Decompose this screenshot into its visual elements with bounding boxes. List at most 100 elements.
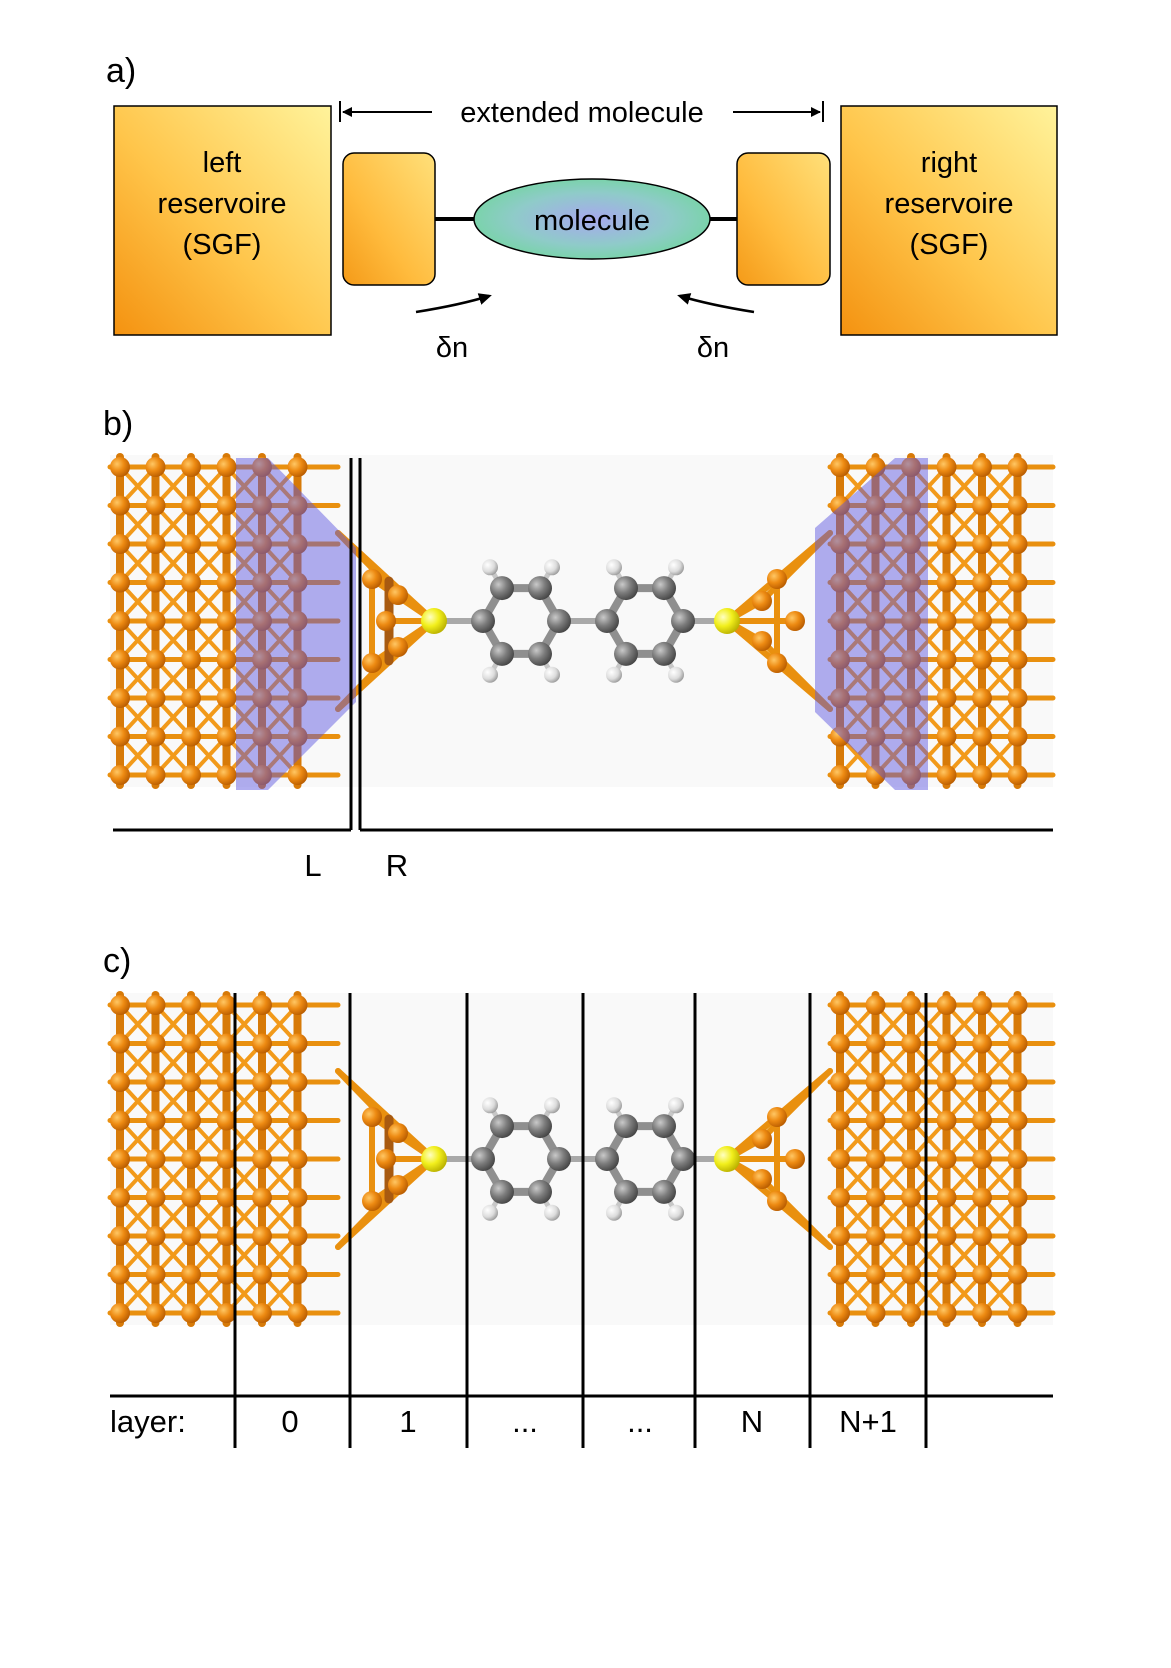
gold-atom (752, 1169, 772, 1189)
carbon-atom (614, 576, 638, 601)
junction-structure-b (107, 453, 1056, 789)
gold-atom (901, 1264, 921, 1285)
gold-atom (865, 649, 886, 670)
gold-atom (252, 1149, 272, 1169)
gold-atom (830, 649, 850, 670)
panel-b: b) L R (103, 405, 1056, 883)
gold-atom (216, 649, 237, 670)
carbon-atom (595, 609, 619, 633)
gold-atom (1007, 534, 1028, 554)
gold-atom (252, 495, 272, 516)
gold-atom (110, 1187, 130, 1208)
gold-atom (287, 534, 308, 554)
gold-atom (972, 1187, 992, 1208)
gold-atom (287, 995, 308, 1015)
atoms (110, 995, 1028, 1323)
gold-atom (785, 611, 805, 631)
hydrogen-atom (606, 666, 622, 683)
gold-atom (216, 572, 237, 593)
gold-atom (110, 1110, 130, 1131)
gold-atom (901, 688, 921, 708)
right-partition-overlay (815, 458, 928, 790)
carbon-atom (471, 1147, 495, 1171)
gold-atom (181, 1072, 201, 1092)
gold-atom (1007, 1264, 1028, 1285)
gold-atom (252, 457, 272, 477)
gold-atom (1007, 1187, 1028, 1208)
gold-atom (362, 1107, 382, 1127)
gold-atom (145, 1033, 166, 1054)
panel-a: a) extended molecule left reservoire (SG… (106, 52, 1058, 364)
gold-atom (865, 765, 886, 785)
gold-atom (830, 611, 850, 631)
gold-atom (110, 688, 130, 708)
gold-atom (216, 726, 237, 747)
gold-atom (901, 649, 921, 670)
right-reservoir-line-2: reservoire (885, 188, 1014, 220)
carbon-atom (614, 641, 638, 666)
gold-atom (252, 1072, 272, 1092)
gold-atom (972, 688, 992, 708)
layer-label-5: N+1 (839, 1404, 897, 1439)
gold-atom (972, 1303, 992, 1323)
gold-atom (145, 495, 166, 516)
layer-label-0: 0 (281, 1404, 298, 1439)
gold-atom (216, 765, 237, 785)
gold-atom (181, 611, 201, 631)
layer-label-3: ... (627, 1404, 653, 1439)
gold-atom (287, 726, 308, 747)
gold-atom (181, 1110, 201, 1131)
carbon-atom (528, 1179, 552, 1204)
gold-atom (901, 1110, 921, 1131)
gold-atom (287, 611, 308, 631)
gold-atom (181, 688, 201, 708)
gold-atom (901, 1149, 921, 1169)
gold-atom (972, 534, 992, 554)
layer-prefix-label: layer: (110, 1404, 186, 1439)
gold-atom (110, 1033, 130, 1054)
gold-atom (830, 1033, 850, 1054)
carbon-atom (471, 609, 495, 633)
panel-b-label: b) (103, 405, 133, 443)
gold-atom (901, 1187, 921, 1208)
gold-atom (830, 995, 850, 1015)
gold-atom (936, 726, 957, 747)
gold-atom (216, 1187, 237, 1208)
gold-atom (972, 1226, 992, 1246)
gold-atom (830, 1226, 850, 1246)
carbon-atom (671, 609, 695, 633)
gold-atom (110, 649, 130, 670)
gold-atom (767, 1191, 787, 1211)
gold-atom (830, 1072, 850, 1092)
delta-n-left: δn (436, 332, 468, 364)
gold-atom (865, 1072, 886, 1092)
gold-atom (865, 611, 886, 631)
gold-atom (972, 572, 992, 593)
gold-atom (362, 653, 382, 673)
gold-atom (767, 569, 787, 589)
gold-atom (830, 1110, 850, 1131)
panel-c: c) layer: 0 1 ... ... N N+1 (103, 942, 1056, 1448)
left-reservoir-line-2: reservoire (158, 188, 287, 220)
gold-atom (1007, 1033, 1028, 1054)
gold-atom (216, 611, 237, 631)
gold-atom (110, 534, 130, 554)
gold-atom (865, 688, 886, 708)
gold-atom (1007, 688, 1028, 708)
gold-atom (865, 1226, 886, 1246)
gold-atom (287, 1264, 308, 1285)
right-curved-arrow (677, 293, 755, 314)
left-curved-arrow (415, 293, 492, 314)
gold-atom (110, 495, 130, 516)
gold-atom (145, 1187, 166, 1208)
gold-atom (216, 1110, 237, 1131)
gold-atom (216, 1264, 237, 1285)
hydrogen-atom (544, 666, 560, 683)
left-contact-pad (342, 152, 436, 286)
gold-atom (901, 765, 921, 785)
gold-atom (388, 585, 408, 605)
gold-atom (972, 995, 992, 1015)
gold-atom (110, 1303, 130, 1323)
gold-atom (901, 1303, 921, 1323)
gold-atom (145, 457, 166, 477)
